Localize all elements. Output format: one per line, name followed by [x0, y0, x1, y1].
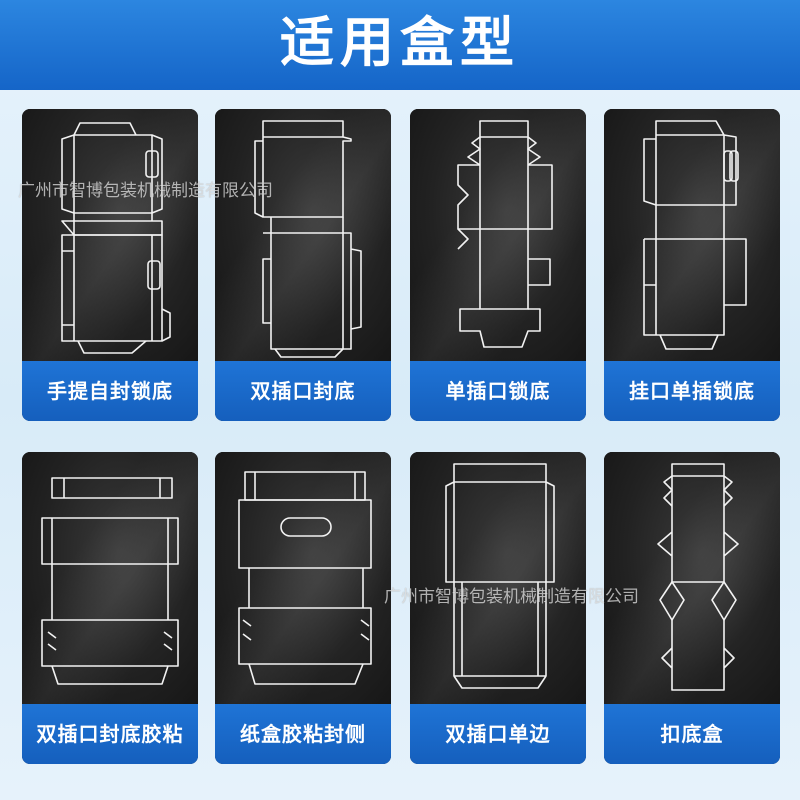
glued-side-seal-box-diagram-icon	[238, 471, 372, 685]
single-tuck-lock-bottom-box-diagram-icon	[457, 120, 553, 348]
card-art	[604, 109, 780, 361]
handle-lock-bottom-box-diagram-icon	[61, 122, 171, 354]
double-tuck-single-side-box-diagram-icon	[445, 463, 555, 689]
box-type-card-6[interactable]: 纸盒胶粘封侧	[215, 452, 391, 764]
card-label: 扣底盒	[604, 704, 780, 764]
hanger-single-tuck-lock-bottom-box-diagram-icon	[643, 120, 747, 350]
card-art	[22, 452, 198, 704]
card-label: 纸盒胶粘封侧	[215, 704, 391, 764]
card-label: 双插口封底	[215, 361, 391, 421]
card-art	[215, 109, 391, 361]
double-tuck-glued-bottom-box-diagram-icon	[41, 477, 179, 685]
box-type-card-1[interactable]: 手提自封锁底	[22, 109, 198, 421]
page-title: 适用盒型	[280, 11, 520, 74]
card-label: 双插口单边	[410, 704, 586, 764]
watermark-text: 广州市智博包装机械制造有限公司	[384, 587, 639, 607]
box-type-card-4[interactable]: 挂口单插锁底	[604, 109, 780, 421]
card-label: 手提自封锁底	[22, 361, 198, 421]
box-type-card-8[interactable]: 扣底盒	[604, 452, 780, 764]
card-art	[410, 452, 586, 704]
box-type-card-3[interactable]: 单插口锁底	[410, 109, 586, 421]
card-art	[410, 109, 586, 361]
box-type-card-2[interactable]: 双插口封底	[215, 109, 391, 421]
box-type-card-7[interactable]: 双插口单边	[410, 452, 586, 764]
card-art	[22, 109, 198, 361]
card-label: 单插口锁底	[410, 361, 586, 421]
header-banner: 适用盒型	[0, 0, 800, 90]
snap-lock-bottom-box-diagram-icon	[657, 463, 739, 691]
box-type-card-5[interactable]: 双插口封底胶粘	[22, 452, 198, 764]
double-tuck-sealed-bottom-box-diagram-icon	[254, 120, 362, 358]
card-label: 挂口单插锁底	[604, 361, 780, 421]
card-art	[215, 452, 391, 704]
watermark-text: 广州市智博包装机械制造有限公司	[18, 181, 273, 201]
card-art	[604, 452, 780, 704]
card-label: 双插口封底胶粘	[22, 704, 198, 764]
